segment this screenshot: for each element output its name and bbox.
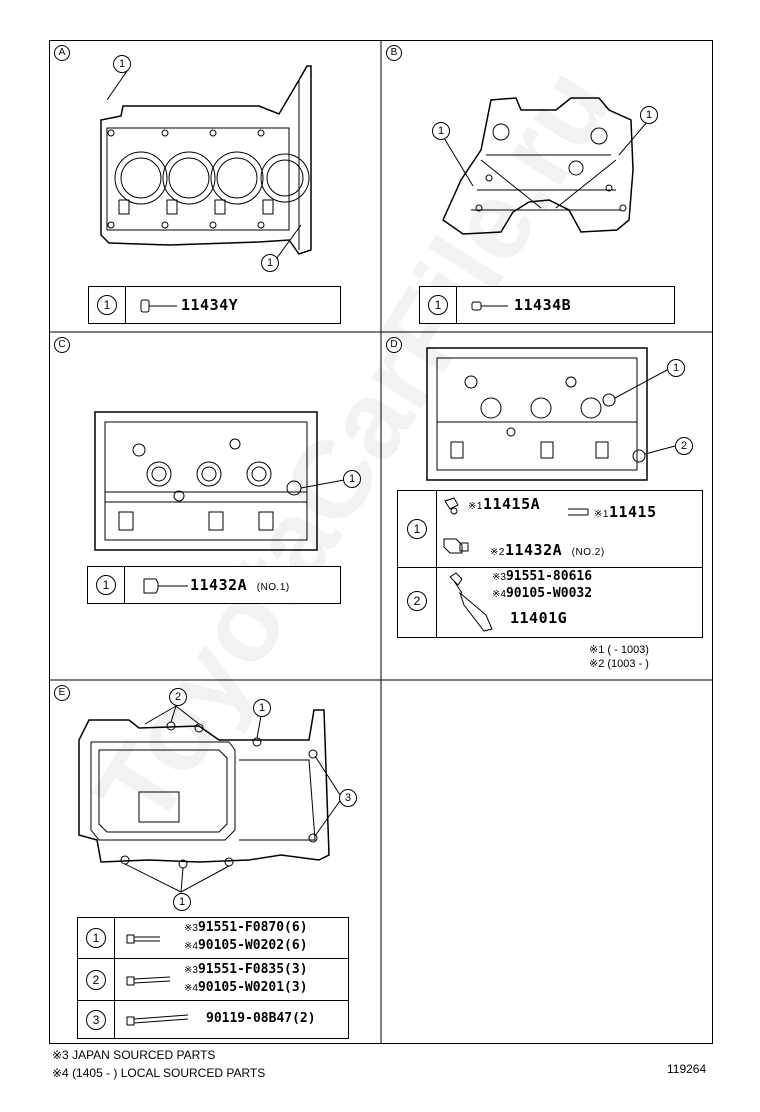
- callout-1: 1: [343, 470, 361, 488]
- row-number-1: 1: [407, 519, 427, 539]
- oil-pan-drawing: [78, 705, 343, 893]
- part-90105-w0032: ※490105-W0032: [492, 586, 593, 601]
- panel-c: C 1 1 11432A (NO.1): [49, 332, 381, 680]
- cylinder-block-rear-drawing: [426, 347, 676, 481]
- parts-table-c: 1 11432A (NO.1): [87, 566, 341, 604]
- callout-1-left: 1: [432, 122, 450, 140]
- part-11401g: 11401G: [510, 609, 568, 627]
- switch-icon: [443, 538, 469, 554]
- callout-1-right: 1: [640, 106, 658, 124]
- pin-icon: [471, 301, 508, 311]
- panel-d: D 1 2 1 2 ※111415A ※111415 ※211432A (NO.…: [381, 332, 713, 680]
- part-91551-80616: ※391551-80616: [492, 569, 593, 584]
- parts-table-b: 1 11434B: [419, 286, 675, 324]
- callout-1-top: 1: [253, 699, 271, 717]
- callout-2: 2: [169, 688, 187, 706]
- cylinder-block-top-drawing: [100, 65, 312, 263]
- row-number-2: 2: [407, 591, 427, 611]
- cylinder-block-side-drawing: [442, 97, 648, 235]
- part-11415a: ※111415A: [468, 495, 541, 513]
- parts-table-a: 1 11434Y: [88, 286, 341, 324]
- row-number-2: 2: [86, 970, 106, 990]
- part-number: 11434B: [514, 296, 572, 314]
- panel-label: B: [386, 45, 402, 61]
- callout-2: 2: [675, 437, 693, 455]
- part-91551-f0835: ※391551-F0835(3): [184, 962, 308, 977]
- part-90105-w0202: ※490105-W0202(6): [184, 938, 308, 953]
- drawing-number: 119264: [667, 1062, 707, 1076]
- row-number-3: 3: [86, 1010, 106, 1030]
- part-91551-f0870: ※391551-F0870(6): [184, 920, 308, 935]
- sensor-icon: [444, 497, 459, 515]
- part-number: 11434Y: [181, 296, 239, 314]
- bolt-icon: [126, 1014, 189, 1026]
- knock-sensor-icon: [449, 572, 493, 632]
- part-90119-08b47: 90119-08B47(2): [206, 1011, 316, 1026]
- part-90105-w0201: ※490105-W0201(3): [184, 980, 308, 995]
- row-number: 1: [96, 575, 116, 595]
- panel-b: B 1 1 1 11434B: [381, 40, 713, 332]
- panel-label: D: [386, 337, 402, 353]
- footnote-2: ※2 (1003 - ): [589, 658, 649, 670]
- callout-1: 1: [667, 359, 685, 377]
- panel-label: A: [54, 45, 70, 61]
- part-11432a-no2: ※211432A (NO.2): [490, 541, 605, 559]
- part-11415: ※111415: [594, 503, 657, 521]
- pin-icon: [140, 299, 177, 313]
- panel-label: E: [54, 685, 70, 701]
- panel-a: A 1 1 1 11434Y: [49, 40, 381, 332]
- row-number: 1: [97, 295, 117, 315]
- panel-e: E 2 1 3 1 1 ※391551-F0870(6) ※490105-W02…: [49, 680, 381, 1044]
- footnote-3: ※3 JAPAN SOURCED PARTS: [52, 1048, 216, 1062]
- row-number-1: 1: [86, 928, 106, 948]
- bracket-line: [568, 508, 589, 516]
- plug-icon: [143, 578, 188, 594]
- callout-1-top: 1: [113, 55, 131, 73]
- parts-table-e: 1 ※391551-F0870(6) ※490105-W0202(6) 2 ※3…: [77, 917, 349, 1039]
- cylinder-block-front-drawing: [94, 411, 345, 551]
- panel-label: C: [54, 337, 70, 353]
- part-number: 11432A (NO.1): [190, 576, 290, 594]
- callout-1-bottom: 1: [173, 893, 191, 911]
- bolt-icon: [126, 976, 171, 986]
- parts-table-d: 1 2 ※111415A ※111415 ※211432A (NO.2) ※39…: [397, 490, 703, 638]
- callout-3: 3: [339, 789, 357, 807]
- row-number: 1: [428, 295, 448, 315]
- footnote-4: ※4 (1405 - ) LOCAL SOURCED PARTS: [52, 1066, 266, 1080]
- callout-1-bottom: 1: [261, 254, 279, 272]
- bolt-icon: [126, 934, 160, 944]
- footnote-1: ※1 ( - 1003): [589, 644, 649, 656]
